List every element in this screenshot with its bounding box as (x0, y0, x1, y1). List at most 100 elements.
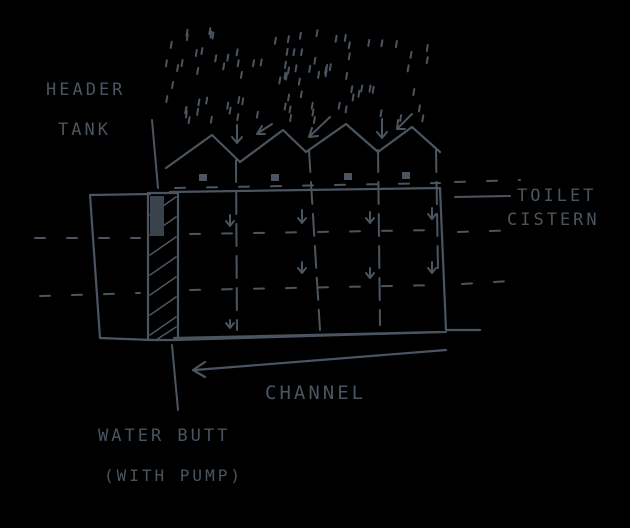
toilet-cistern-label-line2: CISTERN (507, 210, 600, 230)
rain-drop (409, 50, 413, 59)
rain-drop (421, 114, 425, 123)
rain-drop (228, 106, 232, 115)
rain-drop (345, 71, 349, 80)
rain-drop (205, 96, 209, 105)
rain-drop (406, 64, 410, 73)
rain-drop (394, 40, 398, 49)
rain-drop (412, 88, 416, 96)
header-tank-label-2: TANK (58, 120, 111, 140)
rain-drop (259, 58, 263, 67)
rain-drop (284, 72, 288, 81)
rain-drop (425, 56, 429, 65)
roof-arrows (231, 113, 413, 144)
rain-drop (196, 107, 200, 116)
rain-drop (236, 59, 240, 68)
toilet-cistern-label-line1: TOILET (517, 186, 597, 206)
rain-drop (310, 101, 314, 110)
rain-drop (289, 114, 293, 122)
rain-drop (226, 53, 230, 62)
header-tank-label-line1: HEADER (46, 80, 126, 100)
rain-drop (180, 59, 184, 67)
rain-drop (344, 105, 348, 114)
rain-drop (299, 90, 303, 99)
rain-drop (236, 113, 240, 122)
rain-drop (184, 106, 188, 115)
rain-drop (194, 49, 198, 57)
rain-drop (297, 77, 301, 86)
rain-drop (343, 33, 347, 42)
rain-drop (239, 70, 243, 79)
downpipes (235, 149, 439, 331)
toilet-cistern-label-2: CISTERN (507, 210, 600, 230)
rain-drop (337, 101, 341, 110)
channel-arrow (191, 348, 448, 379)
rain-drop (311, 108, 315, 117)
rain-drop (197, 98, 201, 107)
rain-drop (350, 85, 354, 94)
rain-drop (208, 27, 212, 36)
rain-drop (298, 31, 302, 40)
rain-drop (176, 64, 180, 73)
rain-drop (252, 59, 255, 68)
channel-label-text: CHANNEL (265, 382, 367, 404)
rain-drop (334, 34, 338, 43)
rain-drop (283, 102, 287, 111)
water-butt-label-line2: (WITH PUMP) (104, 466, 243, 485)
rain-drop (324, 69, 328, 78)
rain-drop (417, 104, 421, 113)
rain-drop (200, 47, 204, 56)
rain-drop (286, 35, 290, 44)
rain-drop (308, 64, 312, 73)
rain-drop (288, 105, 292, 114)
gutter-marks (199, 172, 410, 181)
rain-drop (169, 40, 173, 49)
rain-drop (287, 93, 291, 102)
water-butt-label-line1: WATER BUTT (98, 426, 231, 446)
floor-lines (34, 179, 526, 297)
rain-drop (360, 84, 364, 93)
rain-drop (278, 76, 282, 85)
toilet-cistern-pointer (454, 195, 511, 198)
rain-drop (222, 62, 226, 71)
rain-drop (283, 71, 287, 80)
rain-drop (300, 48, 304, 57)
rain-drop (347, 52, 351, 61)
rain-drop (164, 59, 168, 68)
rain-drop (328, 63, 332, 72)
rain-drop (294, 64, 298, 73)
rain-drop (313, 56, 317, 65)
rain-drop (273, 36, 277, 45)
rain-drop (371, 85, 375, 94)
rain-drop (368, 84, 372, 93)
rain-drop (165, 95, 169, 104)
rain-drop (283, 60, 287, 69)
rain-drop (196, 67, 200, 75)
rain-drop (357, 89, 361, 98)
rain-drop (184, 110, 188, 119)
header-tank-pointer (151, 119, 159, 189)
rain-drop (317, 70, 321, 79)
flow-arrows (225, 207, 437, 329)
water-butt-label-2: (WITH PUMP) (104, 466, 243, 485)
water-butt-column (146, 191, 180, 342)
rain-drop (285, 47, 289, 56)
header-tank-label-line2: TANK (58, 120, 111, 140)
water-butt-label: WATER BUTT (98, 426, 230, 446)
roof-outline (164, 122, 442, 170)
rain-drop (187, 116, 191, 125)
rain-dashes-icon (164, 27, 429, 125)
rain-drop (241, 97, 245, 106)
rain-drop (209, 30, 213, 39)
water-butt-pointer (171, 344, 179, 411)
rain-drop (214, 54, 218, 63)
rain-drop (315, 29, 319, 38)
rain-drop (185, 28, 189, 37)
rain-drop (287, 66, 290, 75)
rain-drop (351, 93, 355, 102)
rain-drop (209, 115, 213, 124)
channel-label: CHANNEL (265, 382, 366, 404)
rain-drop (425, 44, 429, 52)
rain-drop (399, 114, 403, 123)
